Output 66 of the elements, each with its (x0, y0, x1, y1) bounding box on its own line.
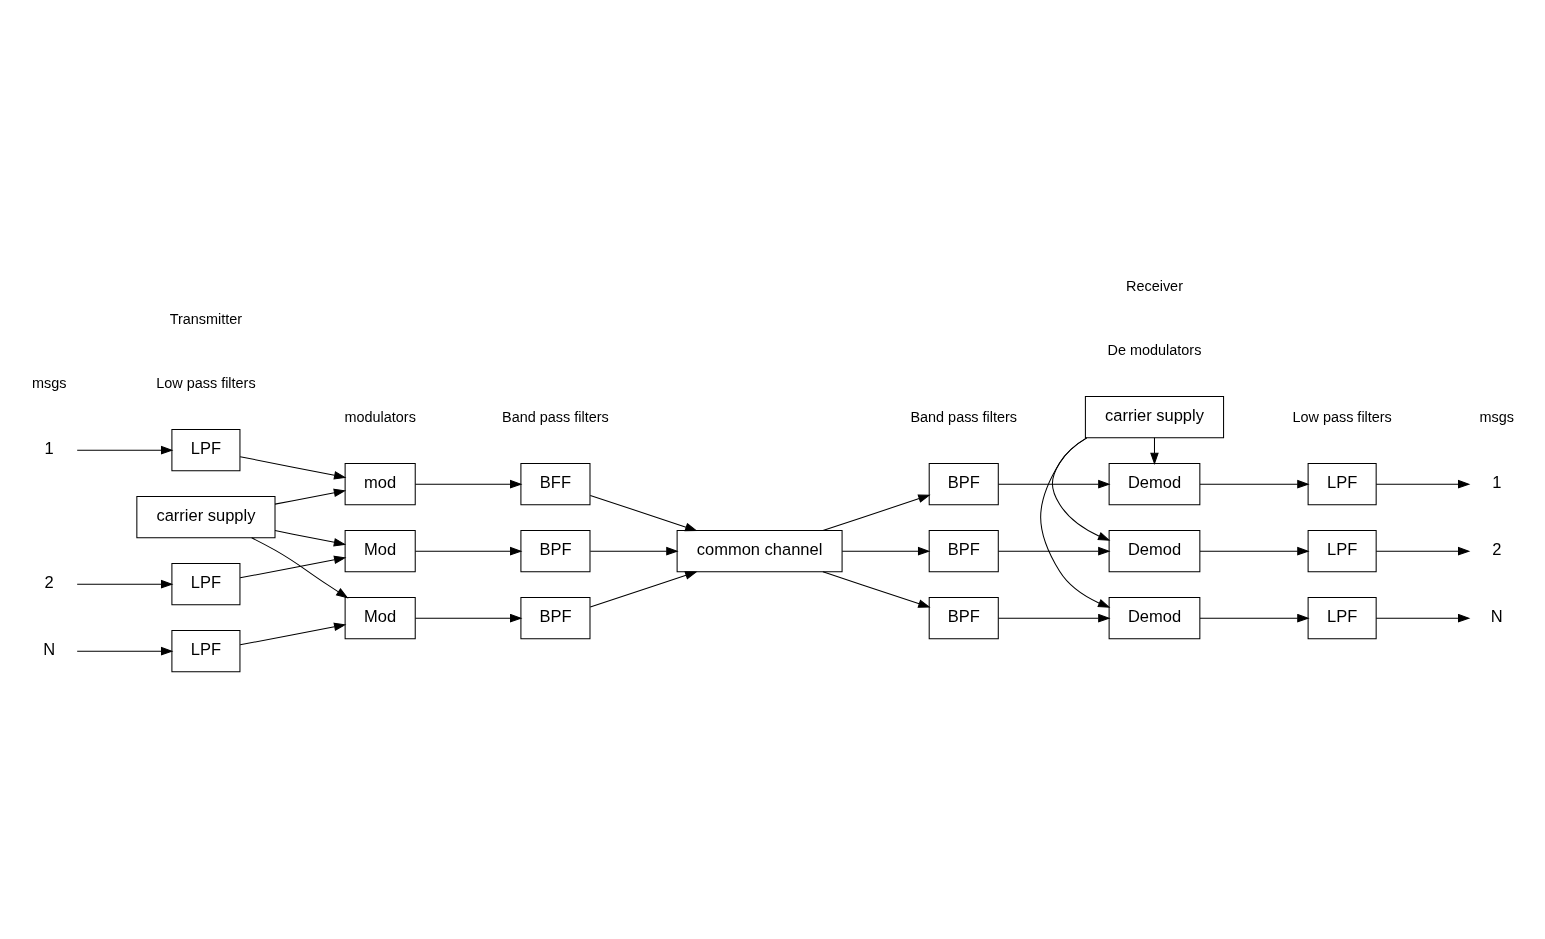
arrow (414, 546, 522, 556)
arrow (76, 579, 173, 589)
node-text: 1 (44, 438, 54, 457)
node-text: 2 (44, 572, 54, 591)
label: msgs (1479, 408, 1514, 425)
node-box: Demod (1108, 462, 1200, 505)
node-box: Mod (344, 596, 416, 639)
label: Receiver (1125, 277, 1183, 294)
arrow (997, 546, 1111, 556)
node-box: BPF (928, 529, 999, 572)
node-box: Mod (344, 529, 416, 572)
node-box: Demod (1108, 596, 1200, 639)
node-box: LPF (1307, 596, 1377, 639)
arrow (1198, 613, 1310, 623)
arrow (997, 479, 1111, 488)
arrow (76, 646, 173, 656)
arrow (841, 546, 930, 556)
node-box: carrier supply (135, 495, 276, 538)
arrow (250, 536, 348, 598)
arrow (821, 494, 931, 531)
arrow (239, 622, 346, 645)
node-box: BPF (519, 596, 590, 639)
node-box: mod (344, 462, 416, 505)
arrow (1198, 546, 1310, 556)
label: Low pass filters (1291, 408, 1392, 425)
node-box: common channel (676, 529, 843, 572)
arrow (274, 529, 346, 547)
node-box: LPF (170, 629, 240, 672)
label: Transmitter (169, 310, 242, 327)
arrow (76, 445, 173, 454)
arrow (1149, 436, 1159, 465)
node-box: LPF (1307, 462, 1377, 505)
label: Low pass filters (155, 374, 256, 391)
arrow (239, 555, 346, 578)
node-box: LPF (1307, 529, 1377, 572)
arrow (1375, 613, 1470, 623)
arrow (589, 570, 697, 607)
arrow (589, 546, 679, 556)
label: msgs (31, 374, 66, 391)
arrow (1375, 546, 1470, 556)
node-text: N (42, 639, 55, 658)
arrow (821, 570, 931, 608)
node-box: LPF (170, 428, 240, 471)
label: modulators (344, 408, 416, 425)
arrow (1198, 479, 1310, 488)
node-text: 2 (1491, 539, 1501, 558)
label: Band pass filters (501, 408, 609, 425)
node-box: BPF (519, 529, 590, 572)
node-box: LPF (170, 562, 240, 605)
node-text: N (1490, 606, 1503, 625)
label: De modulators (1107, 341, 1201, 358)
arrow (239, 455, 346, 480)
arrow (414, 613, 522, 623)
arrow (589, 494, 697, 531)
node-box: BPF (928, 462, 999, 505)
node-box: Demod (1108, 529, 1200, 572)
label: Band pass filters (909, 408, 1017, 425)
node-text: 1 (1491, 472, 1501, 491)
arrow (414, 479, 522, 488)
arrow (997, 613, 1111, 623)
arrow (1375, 479, 1470, 488)
arrow (274, 488, 346, 505)
node-box: BFF (519, 462, 590, 505)
node-box: BPF (928, 596, 999, 639)
arrow (1039, 436, 1110, 608)
node-box: carrier supply (1084, 395, 1224, 438)
